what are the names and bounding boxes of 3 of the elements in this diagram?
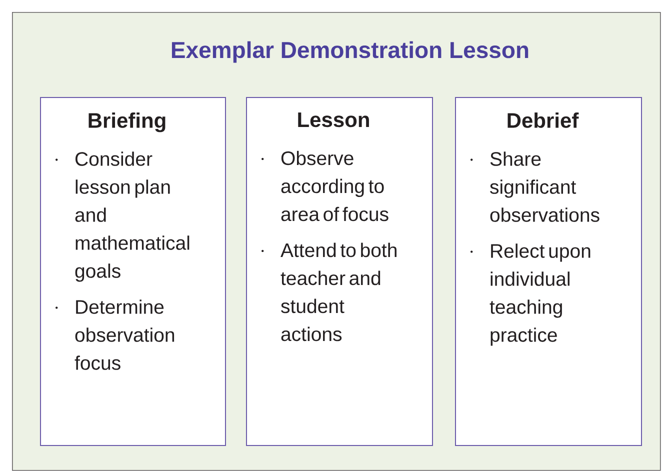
stage-box: Debrief Share significant observations Relect upon individual teaching practice (455, 97, 642, 446)
stage-box: Briefing Consider lesson plan and mathematical goals Determine observation focus (40, 97, 226, 446)
stage-box: Lesson Observe according to area of focus Attend to both teacher and student actions (246, 97, 433, 446)
